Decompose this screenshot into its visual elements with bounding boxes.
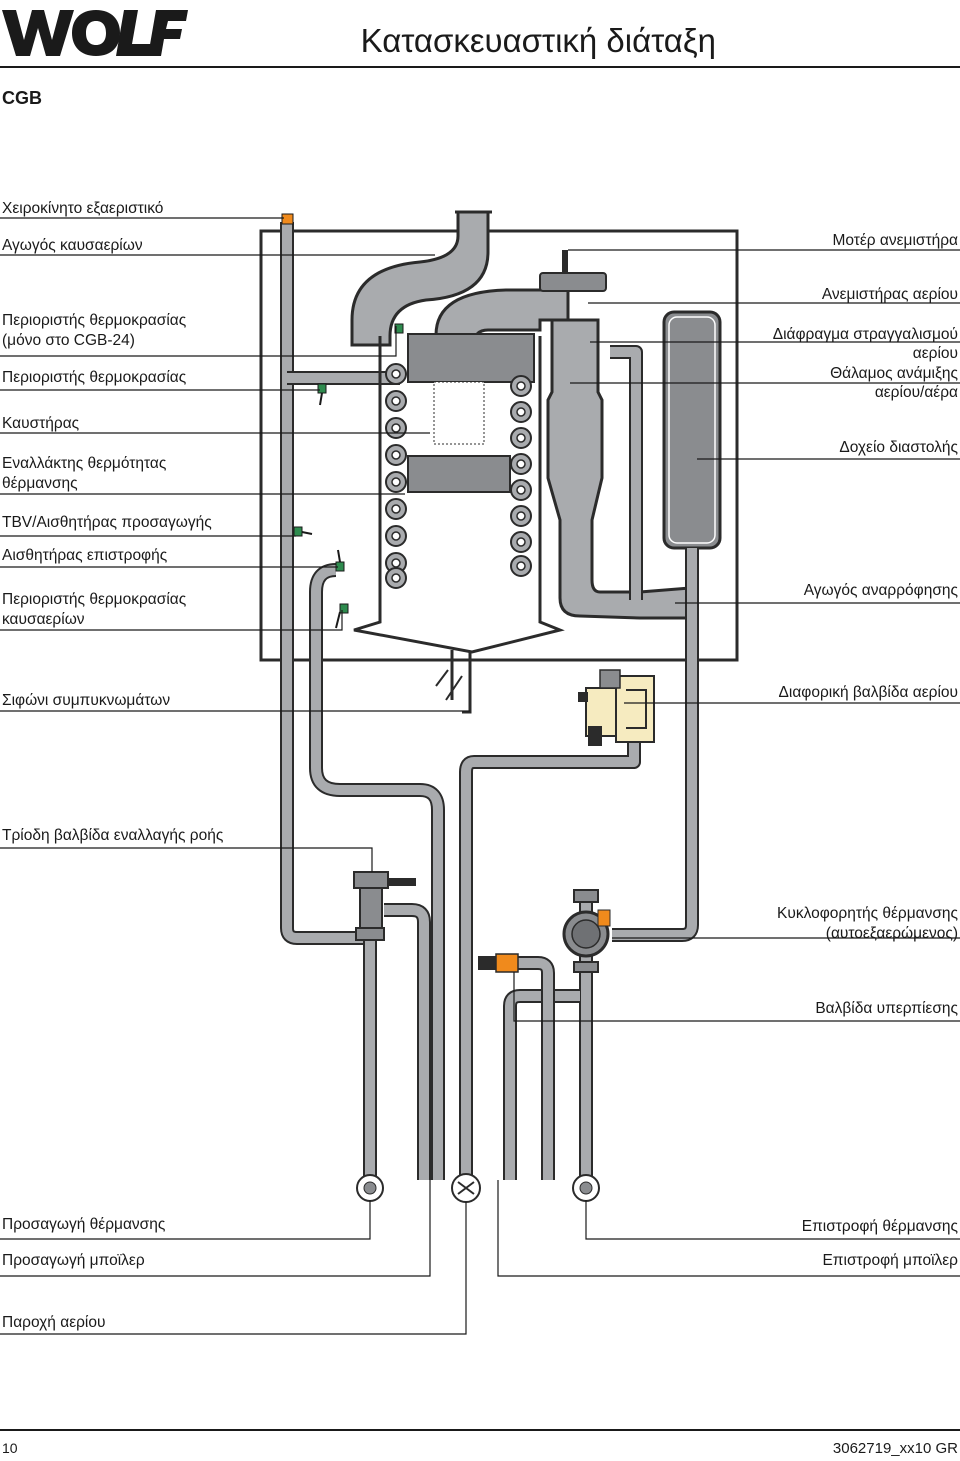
label-temp-limiter: Περιοριστής θερμοκρασίας	[2, 369, 187, 386]
page-number: 10	[2, 1440, 18, 1456]
header-rule	[0, 66, 960, 68]
label-temp-limiter-cgb24-2: (μόνο στο CGB-24)	[2, 332, 135, 349]
label-heating-return: Επιστροφή θέρμανσης	[801, 1218, 958, 1235]
label-fan-motor: Μοτέρ ανεμιστήρα	[832, 232, 958, 249]
label-bypass-valve: Βαλβίδα υπερπίεσης	[815, 1000, 958, 1017]
label-heat-exchanger-1: Εναλλάκτης θερμότητας	[2, 455, 167, 472]
label-gas-orifice-2: αερίου	[912, 345, 958, 362]
combustion-chamber	[353, 336, 565, 654]
label-gas-fan: Ανεμιστήρας αερίου	[821, 286, 958, 303]
expansion-vessel	[662, 310, 722, 550]
label-tbv-flow-sensor: TBV/Αισθητήρας προσαγωγής	[2, 514, 212, 531]
label-burner: Καυστήρας	[2, 415, 80, 432]
page-title: Κατασκευαστική διάταξη	[360, 22, 716, 59]
label-condensate-trap: Σιφώνι συμπυκνωμάτων	[2, 692, 171, 709]
label-gas-supply: Παροχή αερίου	[2, 1314, 106, 1331]
label-mixing-chamber-2: αερίου/αέρα	[874, 384, 958, 401]
heat-exchanger-coils-right	[510, 375, 532, 577]
label-temp-limiter-cgb24-1: Περιοριστής θερμοκρασίας	[2, 312, 187, 329]
label-return-sensor: Αισθητήρας επιστροφής	[2, 547, 168, 564]
label-three-way-valve: Τρίοδη βαλβίδα εναλλαγής ροής	[2, 827, 224, 844]
heat-exchanger-coils-left	[385, 363, 407, 589]
document-code: 3062719_xx10 GR	[832, 1440, 958, 1457]
wolf-logo	[2, 10, 188, 56]
leader-lines	[0, 217, 960, 1335]
circulation-pump	[562, 889, 611, 973]
label-cylinder-flow: Προσαγωγή μποϊλερ	[2, 1252, 145, 1269]
fan-motor	[539, 272, 607, 292]
label-gas-valve: Διαφορική βαλβίδα αερίου	[778, 684, 958, 701]
gas-valve-body	[578, 669, 655, 746]
burner-top	[407, 333, 535, 383]
label-flue-temp-limiter-1: Περιοριστής θερμοκρασίας	[2, 591, 187, 608]
burner	[433, 381, 485, 445]
label-flue-temp-limiter-2: καυσαερίων	[2, 611, 85, 628]
label-heat-exchanger-2: θέρμανσης	[2, 475, 78, 492]
label-air-intake: Αγωγός αναρρόφησης	[803, 582, 958, 599]
label-circulation-pump-1: Κυκλοφορητής θέρμανσης	[777, 905, 958, 922]
bypass-valve	[478, 953, 519, 973]
label-gas-orifice-1: Διάφραγμα στραγγαλισμού	[772, 326, 958, 343]
manual-air-vent	[281, 213, 294, 225]
label-mixing-chamber-1: Θάλαμος ανάμιξης	[830, 365, 958, 382]
label-flue-pipe: Αγωγός καυσαερίων	[2, 237, 143, 254]
connection-fittings	[356, 1173, 600, 1203]
label-heating-flow: Προσαγωγή θέρμανσης	[2, 1216, 166, 1233]
label-cylinder-return: Επιστροφή μποϊλερ	[822, 1252, 958, 1269]
three-way-valve	[353, 871, 416, 941]
model-name: CGB	[2, 88, 42, 108]
label-air-vent: Χειροκίνητο εξαεριστικό	[2, 200, 164, 217]
label-expansion-vessel: Δοχείο διαστολής	[839, 439, 958, 456]
condensate-trap-body	[435, 669, 463, 701]
burner-base	[407, 455, 511, 493]
label-circulation-pump-2: (αυτοεξαερώμενος)	[825, 925, 958, 942]
footer-rule	[0, 1429, 960, 1431]
